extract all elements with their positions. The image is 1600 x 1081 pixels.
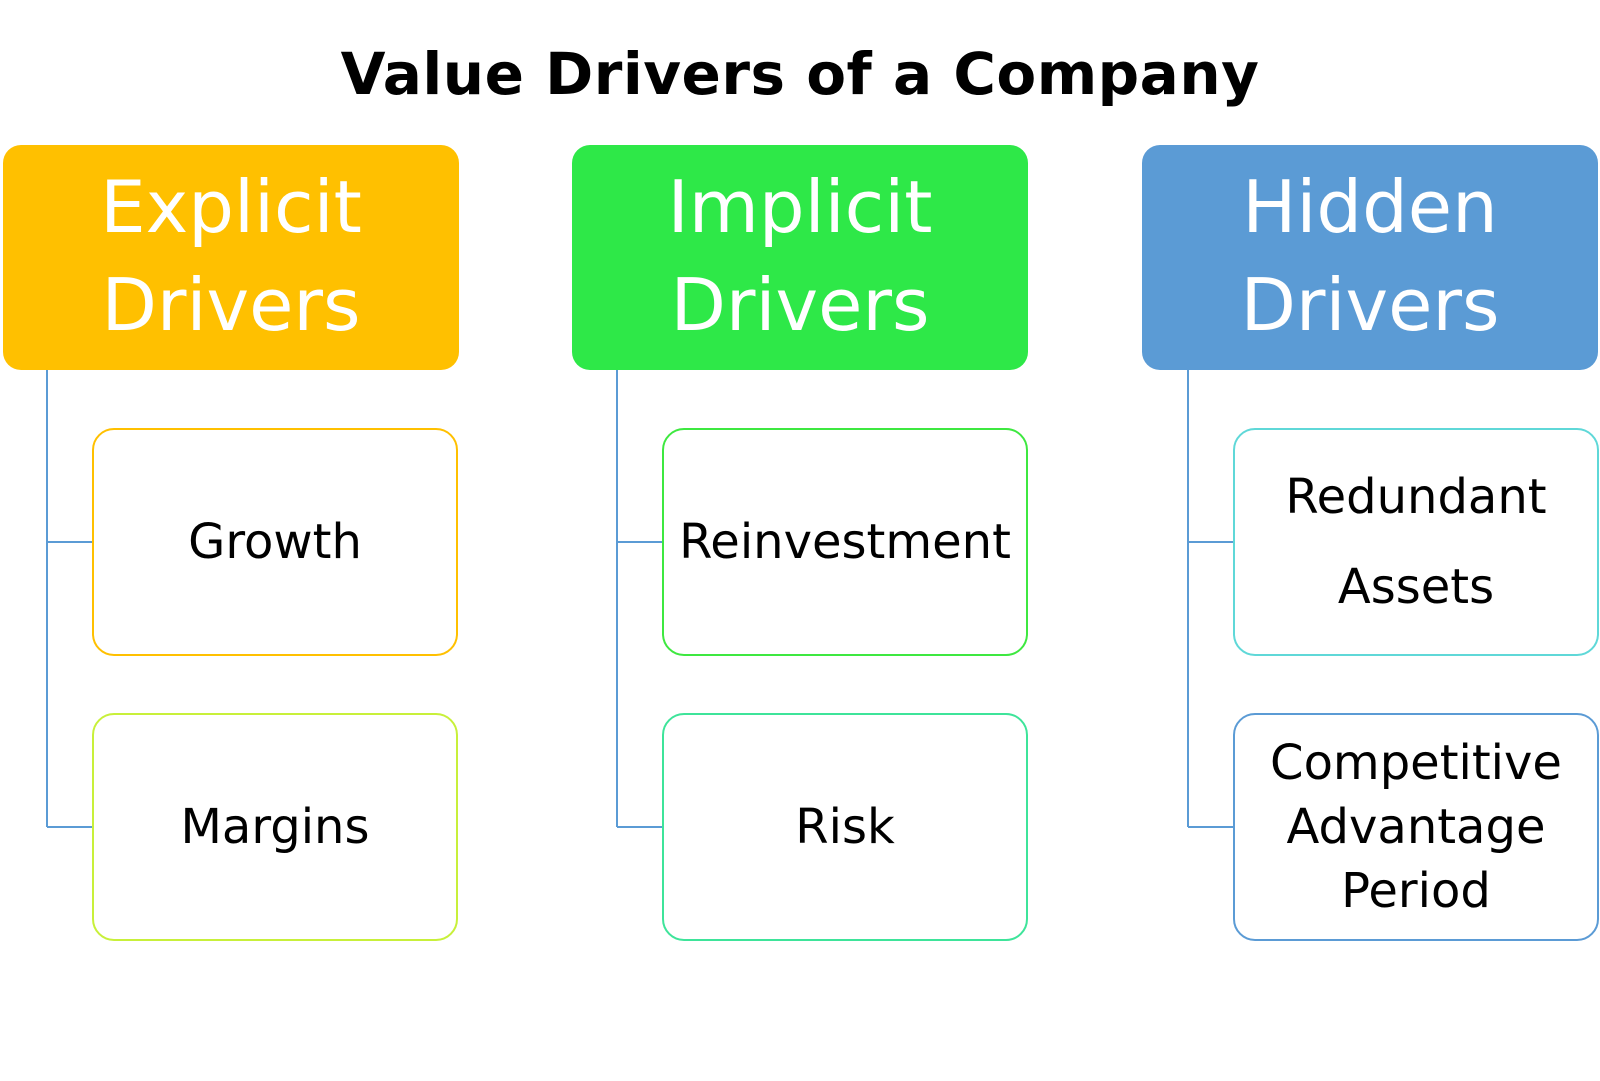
node-label: Advantage — [1286, 799, 1546, 855]
node-growth: Growth — [92, 428, 458, 656]
node-risk: Risk — [662, 713, 1028, 941]
connector-explicit — [46, 370, 92, 828]
node-label: Reinvestment — [679, 514, 1011, 570]
connector-hidden — [1187, 370, 1233, 828]
header-implicit-drivers: Implicit Drivers — [572, 145, 1028, 370]
node-reinvestment: Reinvestment — [662, 428, 1028, 656]
node-label: Margins — [180, 799, 370, 855]
node-label: Period — [1341, 863, 1491, 919]
header-line: Drivers — [101, 262, 361, 347]
header-line: Implicit — [667, 164, 933, 249]
node-label: Competitive — [1270, 735, 1562, 791]
node-redundant-assets: Redundant Assets — [1233, 428, 1599, 656]
node-competitive-advantage-period: Competitive Advantage Period — [1233, 713, 1599, 941]
node-margins: Margins — [92, 713, 458, 941]
connector-implicit — [616, 370, 662, 828]
header-explicit-drivers: Explicit Drivers — [3, 145, 459, 370]
diagram-title: Value Drivers of a Company — [340, 40, 1260, 108]
header-line: Drivers — [1240, 262, 1500, 347]
header-line: Hidden — [1242, 164, 1498, 249]
header-hidden-drivers: Hidden Drivers — [1142, 145, 1598, 370]
header-line: Drivers — [670, 262, 930, 347]
node-label: Risk — [795, 799, 895, 855]
node-label: Growth — [188, 514, 362, 570]
header-line: Explicit — [100, 164, 362, 249]
node-label: Assets — [1337, 559, 1495, 615]
node-label: Redundant — [1285, 469, 1547, 525]
